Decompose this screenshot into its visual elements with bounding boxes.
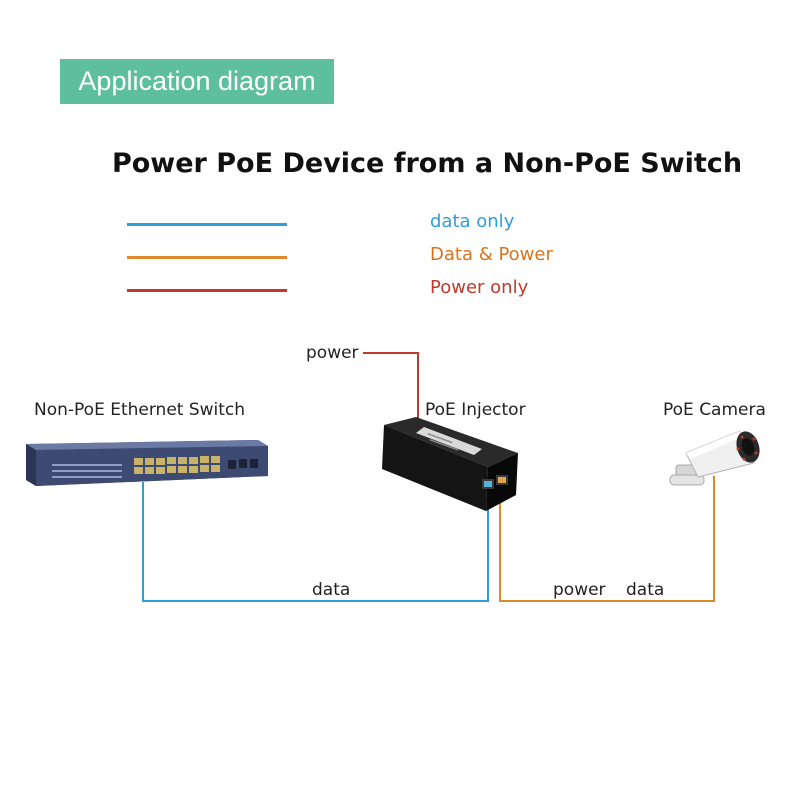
camera-label: PoE Camera: [663, 400, 766, 420]
diagram-badge: Application diagram: [60, 59, 334, 104]
legend-line-data-only: [127, 223, 287, 226]
legend-label-data-only: data only: [430, 211, 515, 232]
camera-device-image: [669, 430, 760, 486]
switch-data-wire-bottom: [142, 600, 489, 602]
camera-data-label: data: [626, 580, 665, 600]
camera-poe-wire-up: [713, 476, 715, 602]
switch-device-image: [26, 440, 268, 486]
camera-power-label: power: [553, 580, 606, 600]
legend-label-power-only: Power only: [430, 277, 529, 298]
power-input-wire-vertical: [417, 352, 419, 422]
switch-label: Non-PoE Ethernet Switch: [34, 400, 246, 420]
camera-poe-wire-down: [499, 482, 501, 602]
switch-data-label: data: [312, 580, 351, 600]
power-input-label: power: [306, 343, 359, 363]
legend-label-data-power: Data & Power: [430, 244, 553, 265]
injector-label: PoE Injector: [425, 400, 526, 420]
camera-poe-wire-bottom: [499, 600, 715, 602]
power-input-wire-horizontal: [363, 352, 419, 354]
injector-device-image: [382, 417, 518, 511]
page-title: Power PoE Device from a Non-PoE Switch: [111, 148, 743, 179]
legend-line-data-power: [127, 256, 287, 259]
switch-data-wire-down: [142, 482, 144, 602]
switch-data-wire-up: [487, 482, 489, 602]
legend-line-power-only: [127, 289, 287, 292]
